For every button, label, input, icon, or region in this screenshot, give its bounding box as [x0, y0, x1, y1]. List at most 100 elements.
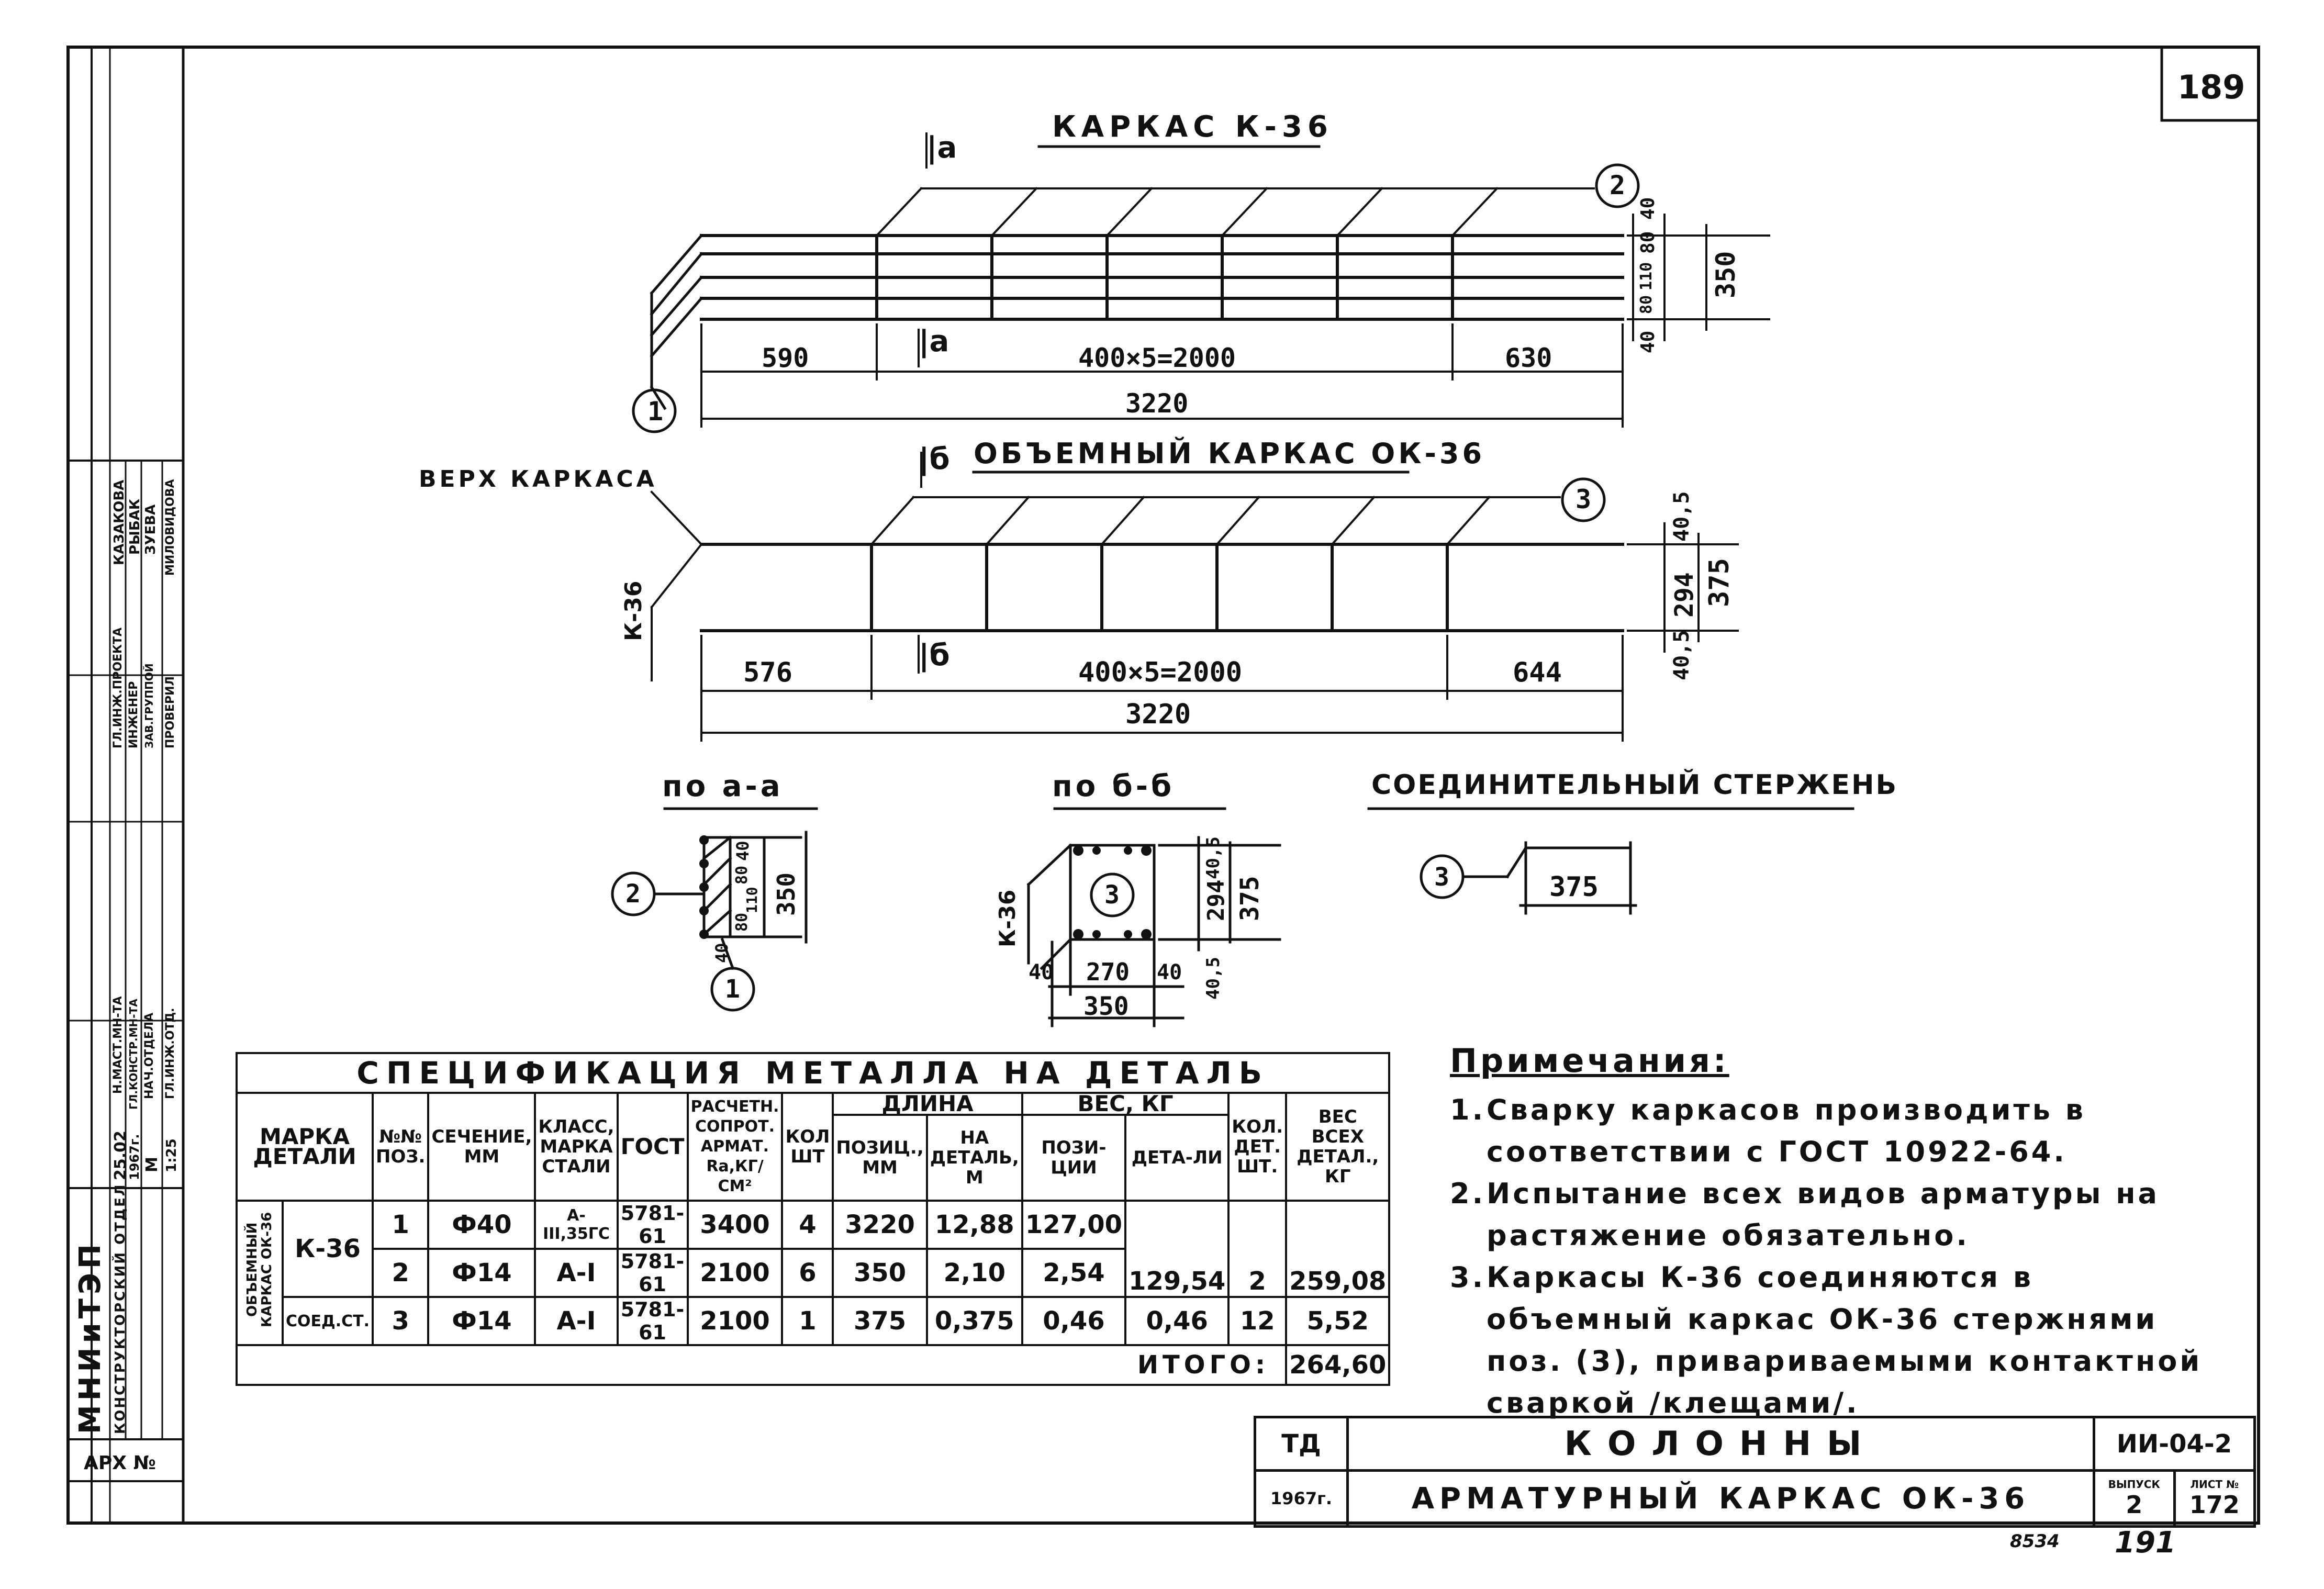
section-bb-dim-v-1: 40,5	[1203, 836, 1224, 879]
section-aa-dim-5: 40	[712, 943, 732, 963]
k36-dim-v-4: 80	[1637, 295, 1656, 314]
left-stamp-frame	[66, 46, 185, 1525]
k36-pos1-label: 1	[647, 396, 664, 427]
section-aa-pos1: 1	[725, 975, 740, 1004]
section-bb-dim-v-total: 375	[1235, 876, 1265, 921]
spec-row: СОЕД.СТ. 3 Ф14 А-I 5781-61 2100 1 375 0,…	[237, 1296, 1391, 1346]
hdr-length: ДЛИНА	[832, 1092, 1023, 1116]
ok36-dim-v-1: 40,5	[1670, 491, 1694, 542]
ok36-pos3-label: 3	[1576, 484, 1592, 514]
cell-total: 5,52	[1285, 1296, 1391, 1346]
tb-sheet-label: ЛИСТ №	[2190, 1478, 2239, 1491]
hdr-len-pos: ПОЗИЦ., ММ	[832, 1114, 928, 1202]
cell-qty: 6	[781, 1248, 834, 1298]
k36-dim-v-2: 80	[1637, 231, 1659, 254]
stamp-scale-m: М	[143, 1157, 161, 1172]
connector-pos3: 3	[1434, 863, 1449, 892]
stamp-date-2: 1967г.	[127, 1134, 142, 1180]
notes-block: Примечания: 1. Сварку каркасов производи…	[1450, 1042, 2209, 1424]
footer-code: 8534	[2010, 1531, 2060, 1552]
tb-issue: 2	[2126, 1491, 2143, 1519]
cell-pos: 1	[372, 1200, 430, 1250]
hdr-total-w: ВЕС ВСЕХ ДЕТАЛ., КГ	[1285, 1092, 1391, 1202]
stamp-arch-label: АРХ №	[84, 1452, 156, 1474]
connector-title: СОЕДИНИТЕЛЬНЫЙ СТЕРЖЕНЬ	[1371, 769, 1898, 801]
ok36-top-label: ВЕРХ КАРКАСА	[419, 466, 657, 493]
section-aa-dim-3: 110	[743, 887, 761, 913]
k36-dim-v-total: 350	[1711, 251, 1741, 298]
tb-td: ТД	[1254, 1416, 1349, 1472]
total-value: 264,60	[1285, 1344, 1391, 1386]
cell-mark: К-36	[281, 1200, 374, 1298]
k36-dim-right: 630	[1505, 343, 1552, 373]
cell-det-qty: 12	[1227, 1296, 1288, 1346]
hdr-resist: РАСЧЕТН. СОПРОТ. АРМАТ. Ra,КГ/СМ²	[686, 1092, 784, 1202]
cell-len-det: 0,375	[925, 1296, 1023, 1346]
ok36-dim-v-3: 40,5	[1670, 630, 1694, 680]
tb-title: КОЛОННЫ	[1346, 1416, 2095, 1472]
cell-w-pos: 2,54	[1021, 1248, 1127, 1298]
section-aa-pos2: 2	[625, 879, 641, 909]
hdr-weight: ВЕС, КГ	[1021, 1092, 1230, 1116]
tb-code: ИИ-04-2	[2093, 1416, 2256, 1472]
group-label: ОБЪЕМНЫЙ КАРКАС ОК-36	[244, 1212, 275, 1328]
cell-class: А-I	[534, 1248, 619, 1298]
ok36-title: ОБЪЕМНЫЙ КАРКАС ОК-36	[974, 437, 1485, 470]
stamp-role-7: ЗАВ.ГРУППОЙ	[143, 663, 155, 748]
hdr-det-qty: КОЛ. ДЕТ. ШТ.	[1227, 1092, 1288, 1202]
k36-dim-v-1: 40	[1637, 197, 1659, 220]
spec-row: ОБЪЕМНЫЙ КАРКАС ОК-36 К-36 1 Ф40 А-III,3…	[236, 1200, 1391, 1346]
cell-section: Ф40	[427, 1200, 537, 1250]
hdr-pos: №№ ПОЗ.	[372, 1092, 430, 1202]
section-bb-pos3: 3	[1104, 880, 1120, 910]
k36-title: КАРКАС К-36	[1052, 110, 1333, 144]
cell-len-pos: 350	[832, 1248, 928, 1298]
cell-w-det: 0,46	[1124, 1296, 1230, 1346]
spec-caption: СПЕЦИФИКАЦИЯ МЕТАЛЛА НА ДЕТАЛЬ	[235, 1052, 1391, 1094]
section-aa-dim-1: 40	[733, 841, 753, 861]
stamp-name-1: КАЗАКОВА	[111, 479, 127, 565]
stamp-role-1: Н.МАСТ.МН-ТА	[111, 996, 125, 1094]
cell-gost: 5781-61	[616, 1200, 689, 1250]
sheet-number: 189	[2177, 68, 2245, 106]
cell-qty: 1	[781, 1296, 834, 1346]
stamp-name-3: ЗУЕВА	[143, 504, 159, 555]
section-aa-dim-2: 80	[733, 865, 751, 885]
section-bb-dim-v-2: 294	[1203, 879, 1230, 921]
hdr-w-pos: ПОЗИ-ЦИИ	[1021, 1114, 1127, 1202]
tb-sheet-cell: ЛИСТ № 172	[2173, 1469, 2256, 1528]
section-bb-dim-h-3: 40	[1157, 960, 1182, 984]
k36-pos2-label: 2	[1610, 170, 1626, 200]
section-bb-dim-v-3: 40,5	[1203, 957, 1224, 1000]
ok36-dim-v-total: 375	[1704, 558, 1735, 607]
cell-class: А-III,35ГС	[534, 1200, 619, 1250]
ok36-section-mark: |б	[919, 442, 950, 476]
section-aa-dim-4: 80	[733, 912, 751, 932]
cell-qty: 4	[781, 1200, 834, 1250]
stamp-role-3: НАЧ.ОТДЕЛА	[143, 1012, 156, 1099]
cell-pos: 2	[372, 1248, 430, 1298]
cell-section: Ф14	[427, 1296, 537, 1346]
note-item: 3. Каркасы К-36 соединяются в объемный к…	[1450, 1257, 2209, 1424]
spec-row: 2 Ф14 А-I 5781-61 2100 6 350 2,10 2,54	[237, 1248, 1389, 1298]
stamp-role-6: ИНЖЕНЕР	[127, 681, 140, 748]
section-aa-title: по а-а	[662, 769, 784, 803]
k36-dim-v-5: 40	[1637, 330, 1659, 353]
tb-subtitle: АРМАТУРНЫЙ КАРКАС ОК-36	[1346, 1469, 2095, 1528]
group-label-cell: ОБЪЕМНЫЙ КАРКАС ОК-36	[236, 1200, 284, 1346]
k36-dim-total: 3220	[1125, 388, 1189, 419]
stamp-org: МНИиТЭП	[73, 1240, 107, 1434]
section-aa-dim-total: 350	[772, 872, 800, 916]
cell-section: Ф14	[427, 1248, 537, 1298]
stamp-role-8: ПРОВЕРИЛ	[164, 676, 177, 748]
cell-w-det: 129,54	[1124, 1200, 1230, 1298]
section-bb-title: по б-б	[1052, 769, 1175, 803]
cell-len-pos: 375	[832, 1296, 928, 1346]
ok36-dim-right: 644	[1513, 657, 1562, 688]
cell-w-pos: 0,46	[1021, 1296, 1127, 1346]
cell-len-pos: 3220	[832, 1200, 928, 1250]
ok36-dim-left: 576	[743, 657, 792, 688]
tb-year: 1967г.	[1254, 1469, 1349, 1528]
hdr-gost: ГОСТ	[616, 1092, 689, 1202]
